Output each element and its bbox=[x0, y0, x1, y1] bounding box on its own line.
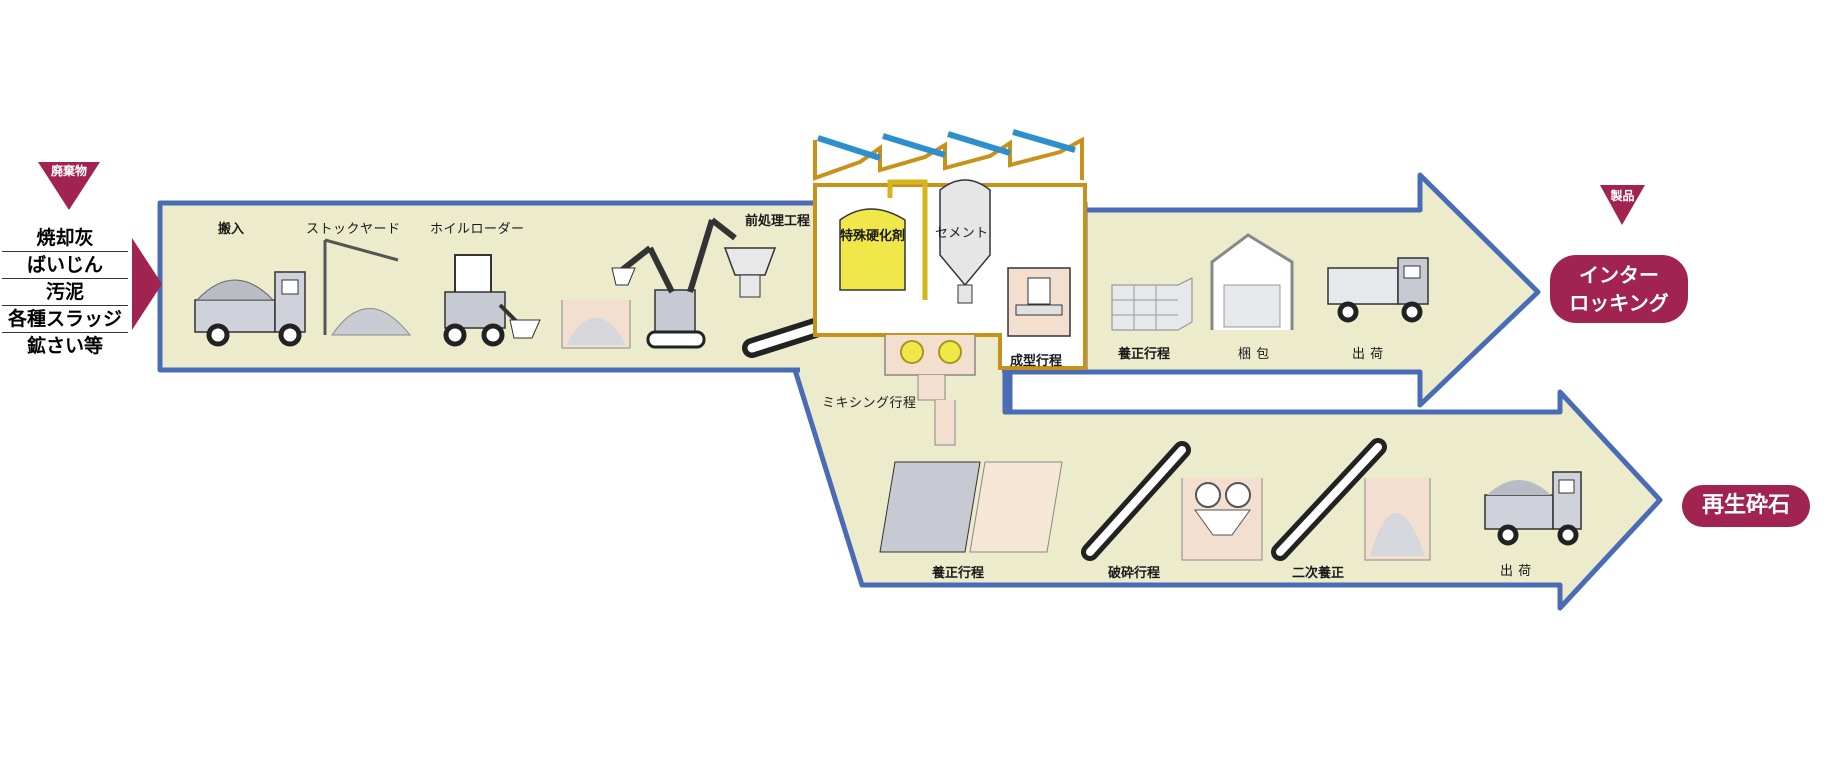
label-wheel-loader: ホイルローダー bbox=[430, 222, 525, 237]
label-curing-top: 養正行程 bbox=[1118, 347, 1171, 362]
label-shipping-top: 出 荷 bbox=[1352, 347, 1384, 362]
waste-list: 焼却灰 ばいじん 汚泥 各種スラッジ 鉱さい等 bbox=[2, 225, 128, 359]
shipping-truck-icon bbox=[1327, 257, 1429, 323]
product-header: 製品 bbox=[1610, 189, 1635, 203]
waste-item: 鉱さい等 bbox=[26, 335, 103, 357]
waste-item: 焼却灰 bbox=[2, 225, 128, 252]
label-stockyard: ストックヤード bbox=[306, 222, 401, 237]
hopper-icon bbox=[723, 247, 777, 298]
label-solidifier: 特殊硬化剤 bbox=[840, 229, 906, 244]
label-secondary-curing: 二次養正 bbox=[1292, 566, 1345, 581]
crusher-icon bbox=[1081, 441, 1263, 561]
interlocking-line-1: インター bbox=[1579, 263, 1659, 287]
dump-truck-icon bbox=[194, 271, 306, 347]
label-molding: 成型行程 bbox=[1010, 354, 1063, 369]
label-delivery: 搬入 bbox=[218, 222, 245, 237]
input-arrow-icon bbox=[132, 238, 162, 330]
waste-item: 汚泥 bbox=[2, 279, 128, 306]
curing-slabs-icon bbox=[879, 461, 1063, 553]
product-interlocking: インター ロッキング bbox=[1550, 255, 1688, 323]
product-triangle-icon bbox=[1600, 185, 1645, 225]
warehouse-icon bbox=[1210, 233, 1294, 330]
waste-triangle-icon bbox=[38, 162, 100, 210]
waste-header: 廃棄物 bbox=[50, 164, 87, 178]
interlocking-line-2: ロッキング bbox=[1569, 291, 1669, 315]
secondary-curing-icon bbox=[1271, 438, 1431, 561]
excavator-icon bbox=[561, 217, 737, 349]
label-crushing: 破砕行程 bbox=[1108, 566, 1161, 581]
wheel-loader-icon bbox=[443, 254, 541, 347]
label-cement: セメント bbox=[935, 226, 989, 241]
mixer-icon bbox=[884, 335, 976, 446]
label-curing-bottom: 養正行程 bbox=[932, 566, 985, 581]
cement-silo-icon bbox=[939, 179, 991, 304]
label-shipping-bottom: 出 荷 bbox=[1500, 564, 1532, 579]
label-pretreatment: 前処理工程 bbox=[745, 214, 811, 229]
waste-item: ばいじん bbox=[2, 252, 128, 279]
product-recycled-crushed-stone: 再生砕石 bbox=[1682, 485, 1810, 527]
curing-blocks-icon bbox=[1111, 277, 1193, 331]
molding-press-icon bbox=[1007, 267, 1071, 337]
waste-item: 各種スラッジ bbox=[2, 306, 128, 333]
solidifier-tank-icon bbox=[839, 179, 928, 300]
lower-shipping-truck-icon bbox=[1484, 471, 1582, 546]
stockyard-icon bbox=[323, 238, 412, 336]
label-mixing: ミキシング行程 bbox=[822, 396, 917, 411]
label-packing: 梱 包 bbox=[1238, 347, 1270, 362]
